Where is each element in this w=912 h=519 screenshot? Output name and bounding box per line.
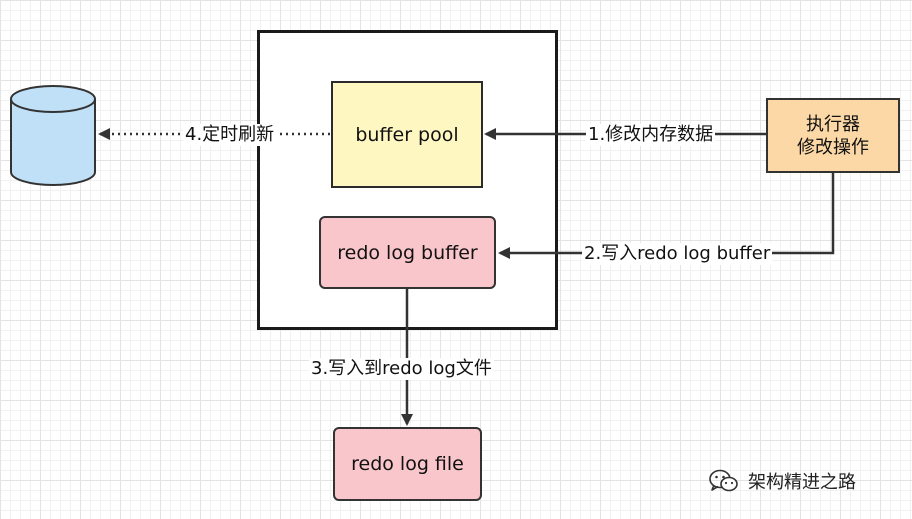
executor-label-line2: 修改操作 (797, 136, 869, 158)
edge-step1-label: 1.修改内存数据 (586, 124, 716, 146)
redo-log-file-box: redo log file (333, 427, 482, 501)
edge-step2-arrow (498, 172, 835, 259)
buffer-pool-label: buffer pool (355, 123, 459, 146)
executor-label-line1: 执行器 (806, 113, 860, 135)
watermark: 架构精进之路 (708, 468, 856, 494)
edge-step4-label: 4.定时刷新 (183, 124, 277, 146)
edge-step2-label: 2.写入redo log buffer (582, 243, 773, 265)
redo-log-buffer-label: redo log buffer (337, 241, 478, 264)
watermark-text: 架构精进之路 (748, 472, 856, 493)
wechat-icon (709, 469, 738, 492)
redo-log-buffer-box: redo log buffer (319, 216, 496, 289)
edge-step3-label: 3.写入到redo log文件 (309, 358, 494, 380)
database-icon (10, 85, 96, 186)
executor-box: 执行器 修改操作 (766, 98, 900, 173)
redo-log-file-label: redo log file (351, 453, 464, 475)
buffer-pool-box: buffer pool (331, 81, 483, 188)
